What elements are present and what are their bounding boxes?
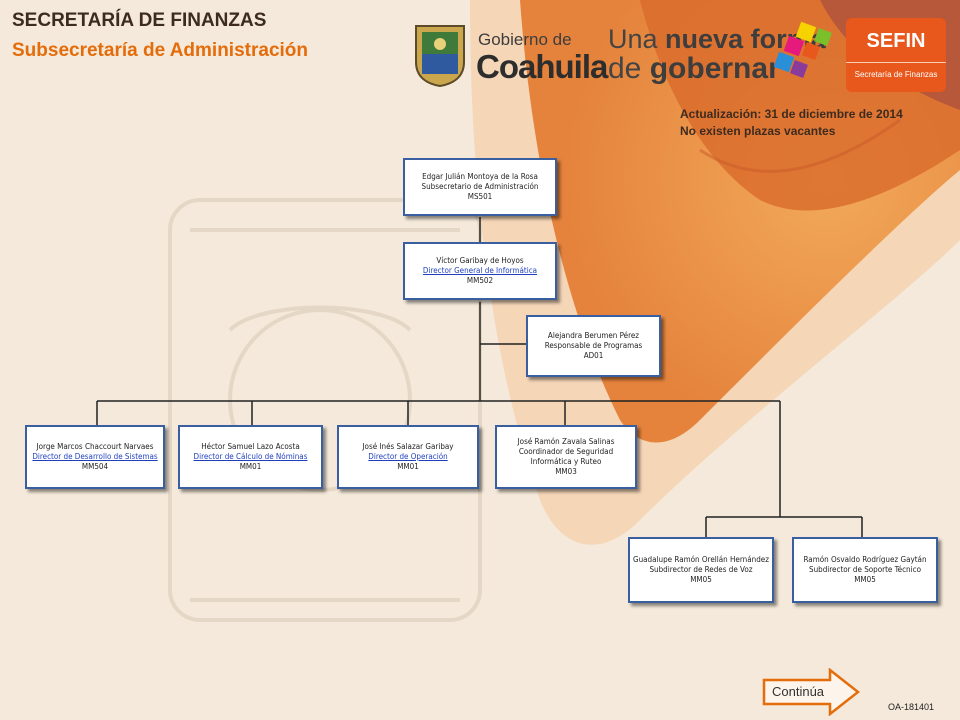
node-name: Héctor Samuel Lazo Acosta — [201, 442, 300, 451]
node-code: MM05 — [854, 575, 876, 584]
update-date: Actualización: 31 de diciembre de 2014 — [680, 107, 903, 121]
org-node: Guadalupe Ramón Orellán Hernández Subdir… — [628, 537, 774, 603]
sefin-logo: SEFIN Secretaría de Finanzas — [846, 18, 946, 92]
node-role-link[interactable]: Director de Cálculo de Nóminas — [193, 452, 308, 461]
node-name: Víctor Garibay de Hoyos — [436, 256, 524, 265]
node-role: Subdirector de Redes de Voz — [649, 565, 753, 574]
org-node: José Inés Salazar Garibay Director de Op… — [337, 425, 479, 489]
org-node: Víctor Garibay de Hoyos Director General… — [403, 242, 557, 300]
node-role-link[interactable]: Director de Desarrollo de Sistemas — [32, 452, 158, 461]
status-info: Actualización: 31 de diciembre de 2014 N… — [680, 106, 903, 140]
continue-button[interactable]: Continúa — [772, 684, 825, 699]
node-name: Guadalupe Ramón Orellán Hernández — [633, 555, 769, 564]
page-title: SECRETARÍA DE FINANZAS — [12, 10, 267, 31]
org-node: José Ramón Zavala Salinas Coordinador de… — [495, 425, 637, 489]
node-role-link[interactable]: Director General de Informática — [422, 266, 538, 275]
node-name: José Ramón Zavala Salinas — [517, 437, 615, 446]
slogan-line2: de gobernar — [608, 52, 780, 85]
document-code: OA-181401 — [888, 702, 935, 712]
org-node: Ramón Osvaldo Rodríguez Gaytán Subdirect… — [792, 537, 938, 603]
node-code: AD01 — [583, 351, 604, 360]
node-name: Alejandra Berumen Pérez — [547, 331, 640, 340]
node-code: MM03 — [555, 467, 577, 476]
org-node: Edgar Julián Montoya de la Rosa Subsecre… — [403, 158, 557, 216]
org-node: Héctor Samuel Lazo Acosta Director de Cá… — [178, 425, 323, 489]
node-code: MS501 — [467, 192, 493, 201]
node-role: Subsecretario de Administración — [421, 182, 539, 191]
node-name: Jorge Marcos Chaccourt Narvaes — [36, 442, 154, 451]
node-code: MM01 — [397, 462, 419, 471]
coahuila-label: Coahuila — [476, 48, 608, 85]
node-role-link[interactable]: Director de Operación — [368, 452, 448, 461]
vacancies-note: No existen plazas vacantes — [680, 124, 836, 138]
sefin-title: SEFIN — [866, 30, 926, 52]
node-name: Edgar Julián Montoya de la Rosa — [422, 172, 538, 181]
page-subtitle: Subsecretaría de Administración — [12, 40, 309, 61]
sefin-subtitle: Secretaría de Finanzas — [854, 70, 938, 79]
node-code: MM502 — [466, 276, 494, 285]
node-name: José Inés Salazar Garibay — [362, 442, 454, 451]
node-role: Coordinador de Seguridad Informática y R… — [518, 447, 614, 466]
org-node: Alejandra Berumen Pérez Responsable de P… — [526, 315, 661, 377]
node-code: MM05 — [690, 575, 712, 584]
coahuila-shield-logo — [415, 25, 465, 88]
node-role: Subdirector de Soporte Técnico — [809, 565, 921, 574]
colored-squares-logo — [773, 21, 832, 78]
gobierno-label: Gobierno de — [478, 30, 572, 49]
continue-arrow-icon[interactable] — [762, 668, 860, 716]
node-name: Ramón Osvaldo Rodríguez Gaytán — [803, 555, 927, 564]
node-role: Responsable de Programas — [544, 341, 643, 350]
node-code: MM01 — [239, 462, 262, 471]
sefin-divider — [846, 62, 946, 63]
org-node: Jorge Marcos Chaccourt Narvaes Director … — [25, 425, 165, 489]
node-code: MM504 — [81, 462, 109, 471]
